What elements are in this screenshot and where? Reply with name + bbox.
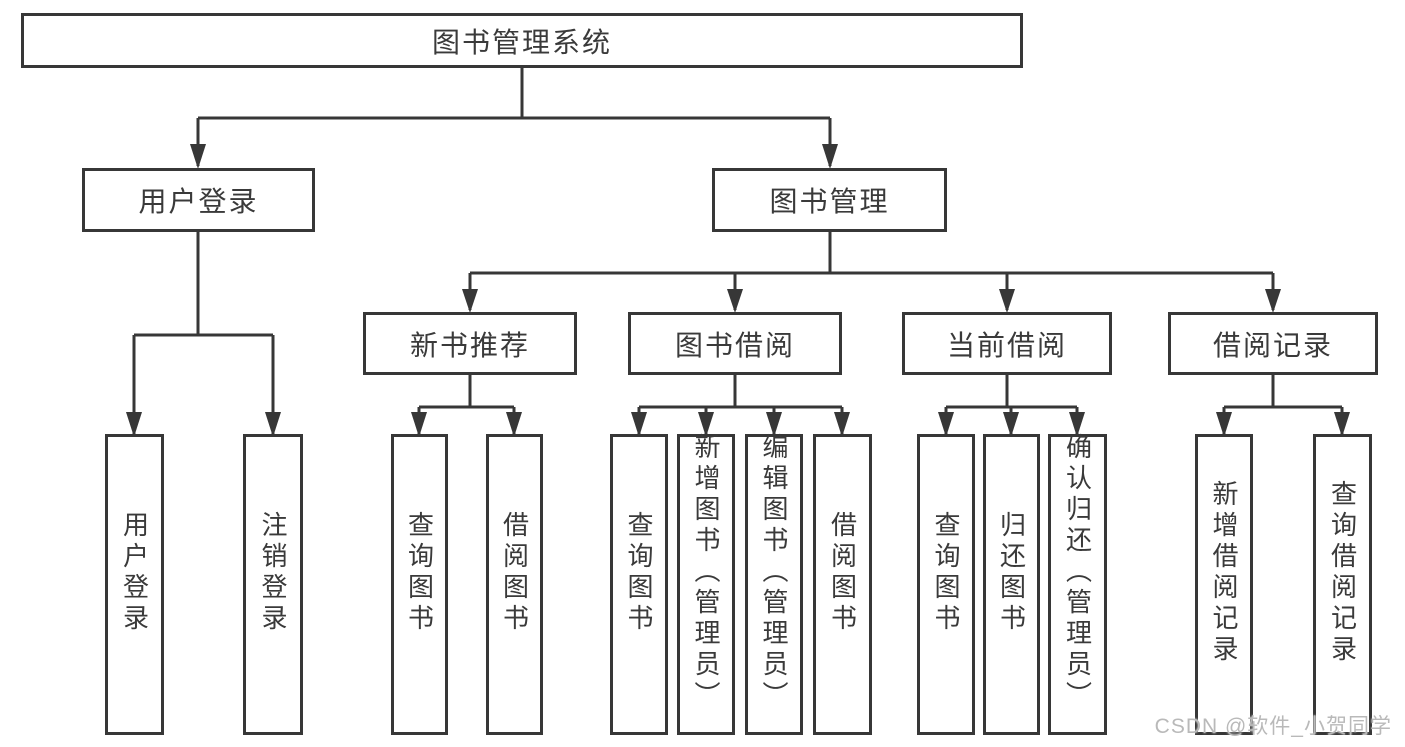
node-new-book-recommend: 新书推荐 bbox=[363, 312, 577, 375]
node-label: 当前借阅 bbox=[946, 329, 1067, 361]
leaf-edit-books-admin: 编辑图书（管理员） bbox=[745, 433, 803, 735]
node-borrow-records: 借阅记录 bbox=[1168, 312, 1378, 375]
connector-paths bbox=[132, 68, 1344, 434]
node-user-login: 用户登录 bbox=[82, 168, 315, 232]
node-label: 查询借阅记录 bbox=[1327, 479, 1358, 666]
node-label: 编辑图书（管理员） bbox=[759, 433, 789, 712]
node-label: 新增图书（管理员） bbox=[691, 433, 721, 712]
node-label: 归还图书 bbox=[996, 510, 1027, 635]
leaf-query-books-recommend: 查询图书 bbox=[391, 434, 448, 735]
node-label: 注销登录 bbox=[258, 510, 288, 635]
leaf-query-borrow-record: 查询借阅记录 bbox=[1313, 434, 1372, 735]
node-library-management-system: 图书管理系统 bbox=[21, 13, 1023, 68]
node-label: 用户登录 bbox=[138, 186, 259, 217]
node-label: 查询图书 bbox=[404, 510, 435, 635]
node-label: 确认归还（管理员） bbox=[1062, 433, 1093, 712]
leaf-add-books-admin: 新增图书（管理员） bbox=[677, 433, 735, 735]
node-label: 图书借阅 bbox=[674, 329, 795, 361]
node-label: 借阅图书 bbox=[827, 510, 858, 635]
leaf-return-books: 归还图书 bbox=[983, 434, 1040, 735]
node-label: 查询图书 bbox=[624, 510, 654, 635]
leaf-borrow-books: 借阅图书 bbox=[813, 434, 872, 735]
node-label: 借阅记录 bbox=[1212, 329, 1333, 361]
leaf-add-borrow-record: 新增借阅记录 bbox=[1195, 434, 1253, 735]
leaf-user-login: 用户登录 bbox=[105, 434, 164, 735]
node-book-borrow: 图书借阅 bbox=[628, 312, 842, 375]
node-book-management: 图书管理 bbox=[712, 168, 947, 232]
leaf-query-books-borrow: 查询图书 bbox=[610, 434, 668, 735]
node-label: 新增借阅记录 bbox=[1209, 479, 1239, 666]
node-label: 图书管理 bbox=[769, 186, 890, 217]
node-label: 新书推荐 bbox=[409, 329, 530, 361]
leaf-confirm-return-admin: 确认归还（管理员） bbox=[1048, 433, 1107, 735]
node-label: 图书管理系统 bbox=[431, 26, 612, 58]
node-label: 用户登录 bbox=[119, 510, 150, 635]
leaf-query-books-current: 查询图书 bbox=[917, 434, 975, 735]
node-current-borrow: 当前借阅 bbox=[902, 312, 1112, 375]
node-label: 借阅图书 bbox=[499, 510, 530, 635]
csdn-watermark: CSDN @软件_小贺同学 bbox=[1154, 715, 1392, 738]
leaf-logout: 注销登录 bbox=[243, 434, 303, 735]
leaf-borrow-books-recommend: 借阅图书 bbox=[486, 434, 543, 735]
node-label: 查询图书 bbox=[931, 510, 961, 635]
